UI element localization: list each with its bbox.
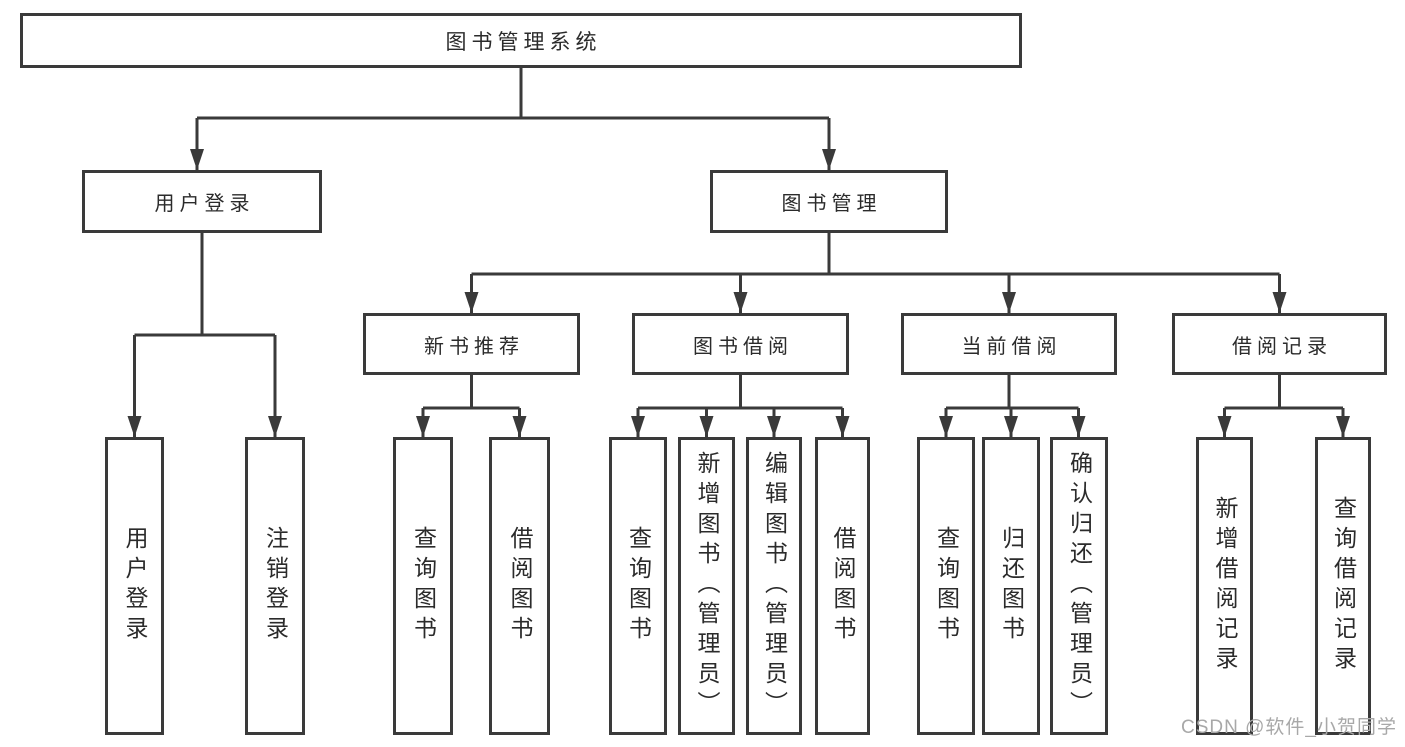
node-book-management: 图书管理 — [710, 170, 948, 233]
node-root-system: 图书管理系统 — [20, 13, 1022, 68]
node-query-books-leaf: 查询图书 — [917, 437, 975, 735]
node-add-books-admin-leaf: 新增图书（管理员） — [678, 437, 735, 735]
node-borrow-books-leaf: 借阅图书 — [815, 437, 870, 735]
node-query-books-leaf: 查询图书 — [393, 437, 453, 735]
node-new-book-recommend: 新书推荐 — [363, 313, 580, 375]
node-query-borrow-record-leaf: 查询借阅记录 — [1315, 437, 1371, 735]
node-borrow-records: 借阅记录 — [1172, 313, 1387, 375]
node-book-borrow: 图书借阅 — [632, 313, 849, 375]
node-current-borrow: 当前借阅 — [901, 313, 1117, 375]
node-user-login-leaf: 用户登录 — [105, 437, 164, 735]
node-user-login: 用户登录 — [82, 170, 322, 233]
csdn-watermark: CSDN @软件_小贺同学 — [1181, 717, 1397, 738]
node-add-borrow-record-leaf: 新增借阅记录 — [1196, 437, 1253, 735]
node-borrow-books-leaf: 借阅图书 — [489, 437, 550, 735]
node-return-books-leaf: 归还图书 — [982, 437, 1040, 735]
node-edit-books-admin-leaf: 编辑图书（管理员） — [746, 437, 802, 735]
node-query-books-leaf: 查询图书 — [609, 437, 667, 735]
node-confirm-return-admin-leaf: 确认归还（管理员） — [1050, 437, 1108, 735]
node-logout-leaf: 注销登录 — [245, 437, 305, 735]
